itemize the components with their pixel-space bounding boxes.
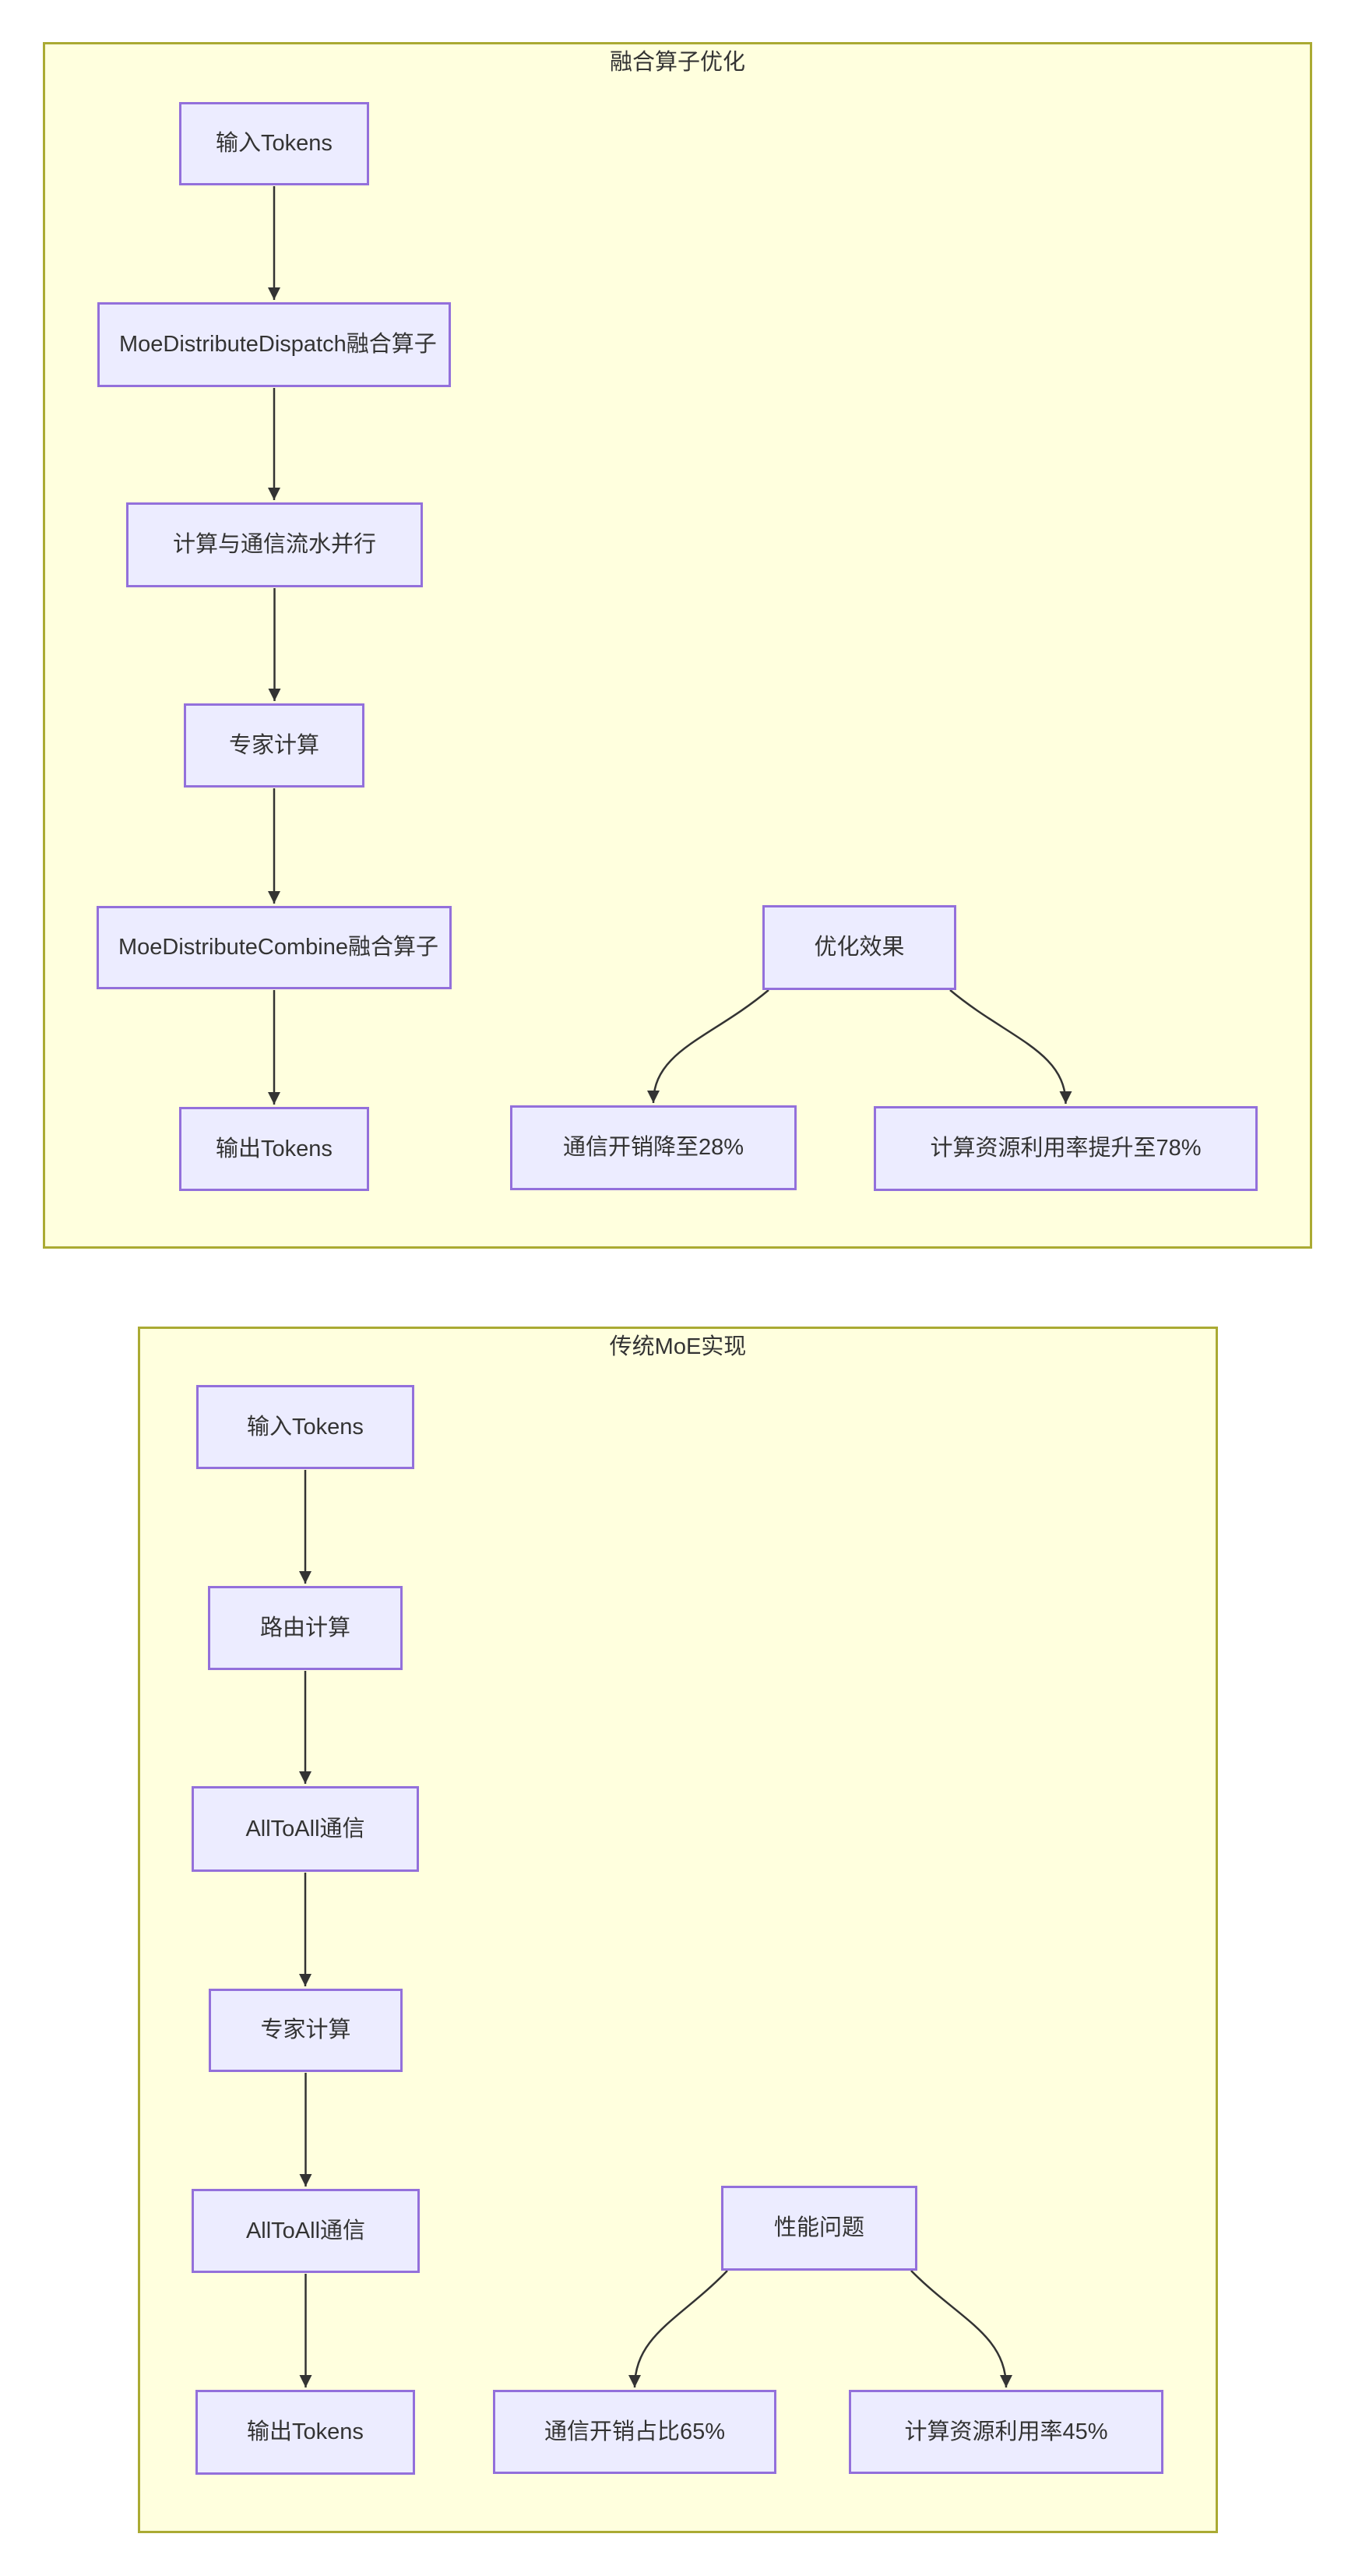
flow-node-fused-B: MoeDistributeDispatch融合算子 — [97, 302, 451, 387]
flow-node-label: 通信开销降至28% — [562, 1135, 744, 1161]
flow-node-fused-A: 输入Tokens — [179, 102, 369, 185]
flow-node-fused-C: 计算与通信流水并行 — [126, 502, 423, 587]
flow-node-traditional-B: 路由计算 — [208, 1586, 403, 1670]
flow-node-fused-G: 优化效果 — [762, 905, 956, 990]
flow-node-label: 通信开销占比65% — [544, 2419, 726, 2444]
flow-node-label: 输出Tokens — [247, 2419, 364, 2445]
flow-node-label: MoeDistributeCombine融合算子 — [118, 935, 438, 960]
flow-node-label: MoeDistributeDispatch融合算子 — [119, 332, 437, 358]
flow-node-traditional-D: 专家计算 — [209, 1989, 403, 2072]
flow-node-fused-F: 输出Tokens — [179, 1107, 369, 1191]
flow-node-label: 输入Tokens — [247, 1414, 364, 1440]
flow-node-label: 专家计算 — [228, 732, 319, 758]
flow-node-label: 性能问题 — [773, 2215, 864, 2241]
flow-node-traditional-C: AllToAll通信 — [192, 1786, 419, 1872]
flow-node-label: 输入Tokens — [216, 131, 333, 157]
flow-node-fused-I: 计算资源利用率提升至78% — [874, 1106, 1258, 1191]
subgraph-title-traditional: 传统MoE实现 — [609, 1334, 747, 1359]
flow-node-label: 专家计算 — [260, 2017, 351, 2043]
flow-node-traditional-F: 输出Tokens — [195, 2390, 415, 2475]
flow-node-label: AllToAll通信 — [245, 2218, 366, 2243]
flow-node-label: 计算与通信流水并行 — [172, 532, 376, 558]
subgraph-title-fused: 融合算子优化 — [609, 50, 745, 75]
subgraph-traditional-moe: 传统MoE实现 — [138, 1327, 1218, 2533]
flow-node-label: AllToAll通信 — [245, 1816, 365, 1841]
flow-node-label: 路由计算 — [259, 1615, 350, 1640]
flow-node-fused-D: 专家计算 — [184, 703, 364, 788]
flow-node-fused-H: 通信开销降至28% — [510, 1105, 797, 1190]
subgraph-fused-operator-optimization: 融合算子优化 — [43, 42, 1312, 1249]
flow-node-traditional-A: 输入Tokens — [196, 1385, 414, 1469]
flow-node-traditional-H: 通信开销占比65% — [493, 2390, 776, 2474]
flow-node-traditional-E: AllToAll通信 — [192, 2189, 420, 2273]
flow-node-label: 优化效果 — [814, 935, 905, 960]
flow-node-traditional-I: 计算资源利用率45% — [849, 2390, 1163, 2474]
flow-node-traditional-G: 性能问题 — [721, 2186, 917, 2271]
flow-node-label: 计算资源利用率提升至78% — [930, 1136, 1202, 1161]
flow-node-label: 计算资源利用率45% — [904, 2419, 1108, 2444]
flow-node-fused-E: MoeDistributeCombine融合算子 — [97, 906, 452, 989]
flow-node-label: 输出Tokens — [216, 1136, 333, 1161]
